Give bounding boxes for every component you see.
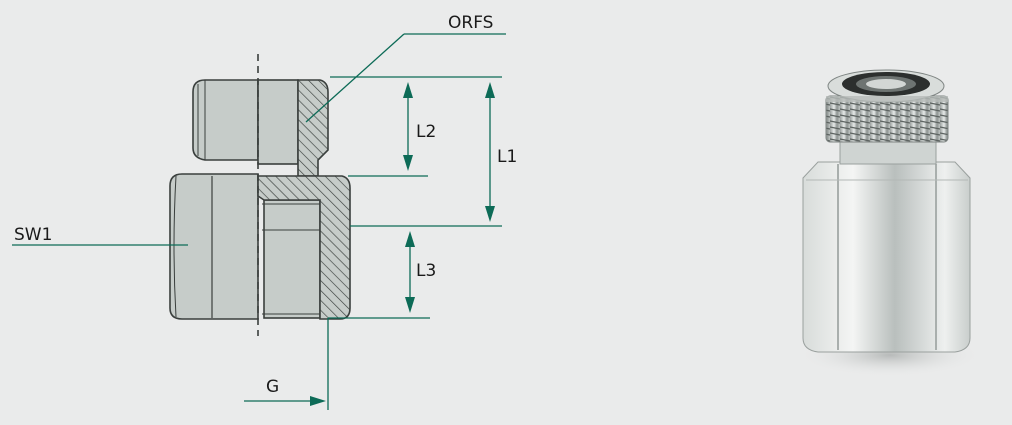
arrowhead-icon <box>405 231 415 247</box>
arrowhead-icon <box>403 82 413 98</box>
arrowhead-icon <box>403 155 413 171</box>
orfs-label: ORFS <box>448 13 493 33</box>
l1-label: L1 <box>497 147 517 167</box>
dimension-l1 <box>485 82 495 222</box>
l3-label: L3 <box>416 261 436 281</box>
l2-label: L2 <box>416 122 436 142</box>
arrowhead-icon <box>485 82 495 98</box>
adapter-fitting-photo <box>798 69 982 377</box>
fitting-section-view <box>257 79 351 320</box>
arrowhead-icon <box>405 297 415 313</box>
sw1-label: SW1 <box>14 225 52 245</box>
dimension-g <box>244 396 326 406</box>
g-label: G <box>266 377 279 397</box>
dimension-l2 <box>403 82 413 171</box>
dimension-lines <box>12 33 506 410</box>
arrowhead-icon <box>485 206 495 222</box>
fitting-exterior-view <box>169 79 259 320</box>
dimension-l3 <box>405 231 415 313</box>
arrowhead-icon <box>310 396 326 406</box>
